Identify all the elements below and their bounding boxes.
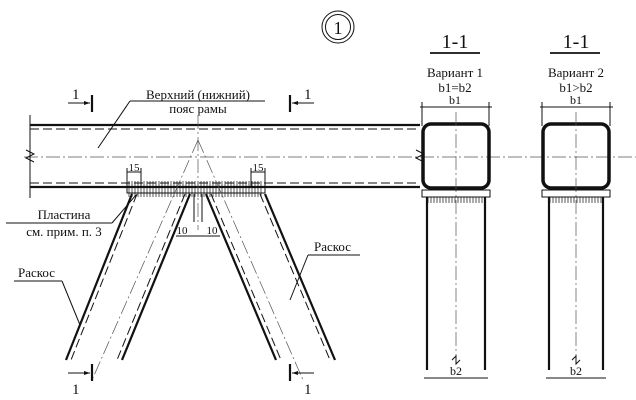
svg-text:1: 1	[304, 87, 312, 103]
plate-label: Пластина см. прим. п. 3	[6, 194, 137, 239]
node-number: 1	[334, 18, 343, 38]
dimension-15-left: 15	[126, 162, 142, 187]
svg-text:Вариант 2: Вариант 2	[548, 65, 604, 80]
svg-text:Раскос: Раскос	[18, 265, 55, 280]
section-title: 1-1	[563, 31, 590, 53]
svg-text:b1: b1	[570, 93, 582, 107]
svg-text:пояс рамы: пояс рамы	[169, 101, 227, 116]
brace-label-left: Раскос	[14, 265, 81, 326]
svg-text:Пластина: Пластина	[38, 207, 91, 222]
brace-label-right: Раскос	[289, 239, 360, 301]
svg-text:1: 1	[304, 382, 312, 398]
svg-text:b2: b2	[450, 364, 462, 378]
section-mark-bottom-left: 1	[68, 364, 94, 398]
svg-text:Вариант 1: Вариант 1	[427, 65, 483, 80]
node-number-marker: 1	[321, 10, 355, 44]
svg-text:10: 10	[177, 225, 189, 237]
svg-text:b1>b2: b1>b2	[559, 80, 592, 95]
svg-text:b1: b1	[449, 93, 461, 107]
svg-text:Верхний (нижний): Верхний (нижний)	[146, 87, 250, 102]
svg-text:b1=b2: b1=b2	[438, 80, 471, 95]
section-variant-2: 1-1 Вариант 2 b1>b2 b1 b2	[540, 31, 613, 379]
dimension-10-pair: 10 10	[176, 225, 220, 237]
svg-text:см. прим. п. 3: см. прим. п. 3	[26, 224, 102, 239]
chord-label: Верхний (нижний) пояс рамы	[97, 87, 265, 149]
section-title: 1-1	[442, 31, 469, 53]
brace-right	[197, 115, 337, 381]
section-mark-bottom-right: 1	[288, 364, 314, 398]
section-mark-top-left: 1	[68, 87, 94, 112]
dimension-15-right: 15	[250, 162, 266, 187]
svg-text:1: 1	[72, 87, 80, 103]
brace-gap	[193, 194, 203, 222]
svg-text:b2: b2	[570, 364, 582, 378]
brace-left	[64, 139, 199, 381]
svg-text:15: 15	[253, 162, 265, 174]
section-variant-1: 1-1 Вариант 1 b1=b2 b1 b2	[420, 31, 492, 379]
svg-text:10: 10	[207, 225, 219, 237]
gusset-plate	[126, 181, 266, 197]
section-mark-top-right: 1	[288, 87, 314, 112]
svg-text:Раскос: Раскос	[314, 239, 351, 254]
svg-text:1: 1	[72, 382, 80, 398]
svg-text:15: 15	[129, 162, 141, 174]
